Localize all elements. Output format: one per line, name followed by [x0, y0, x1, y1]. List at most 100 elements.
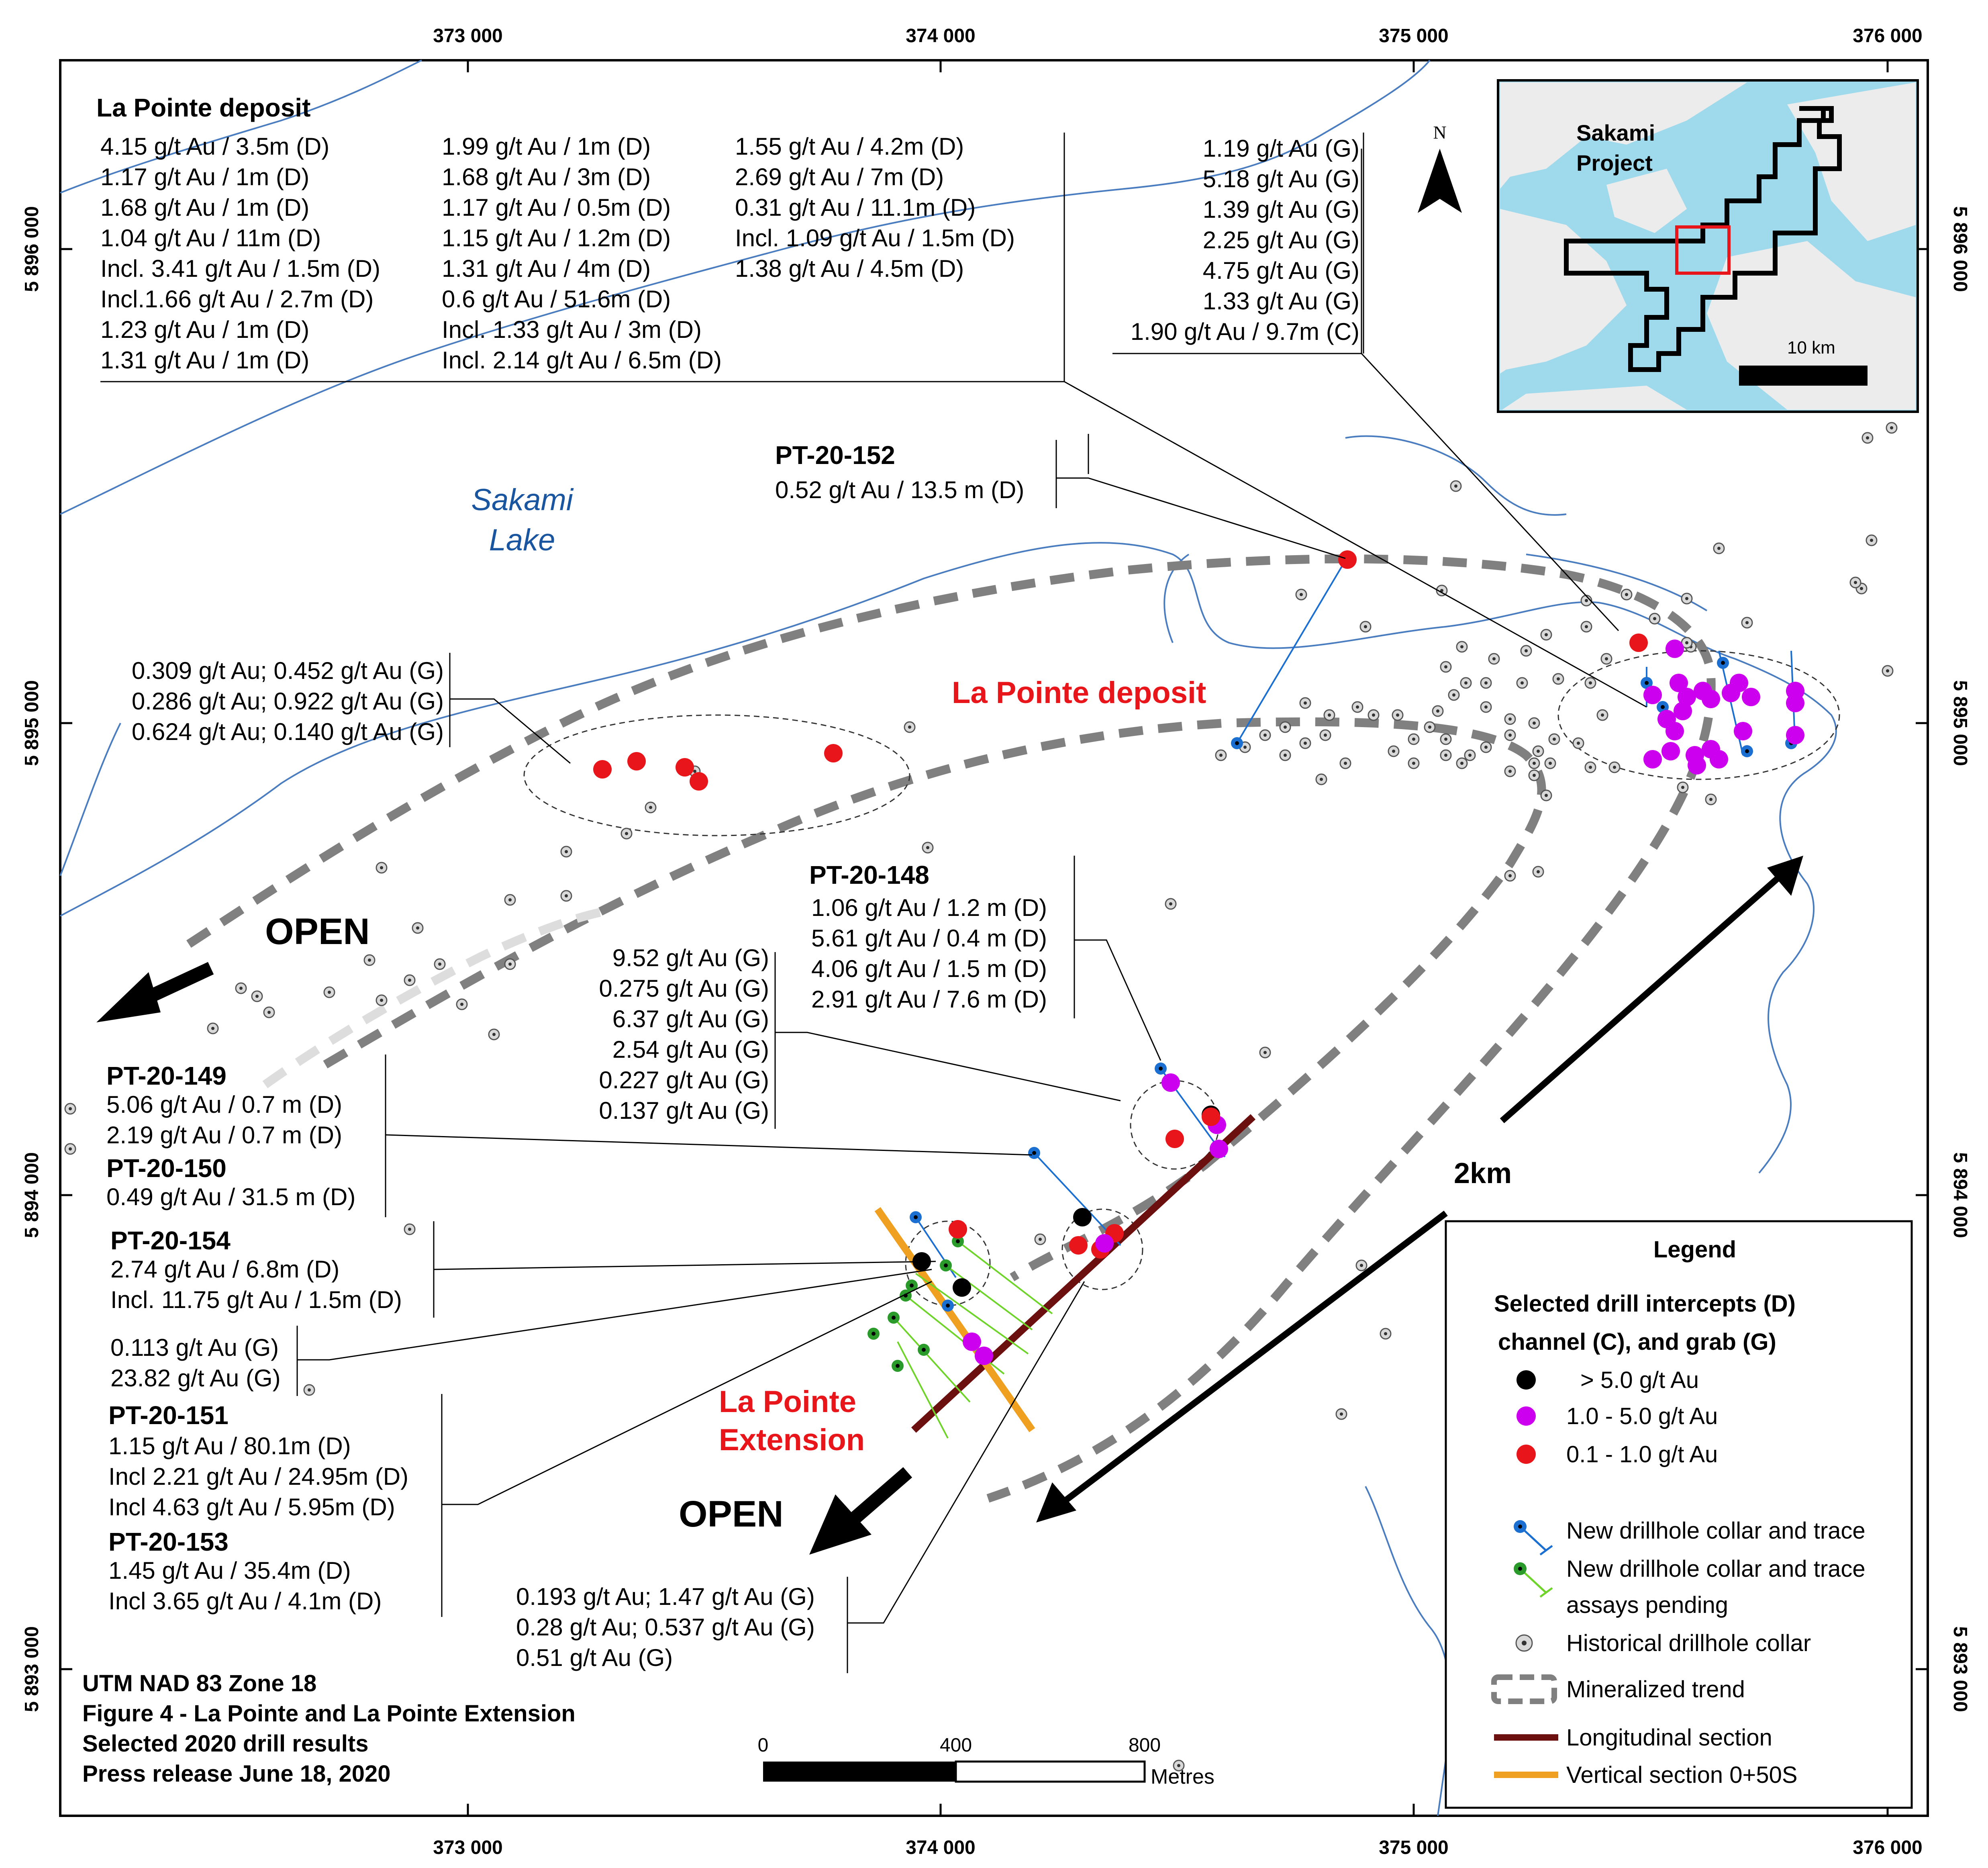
- east-grab-1: 1.19 g/t Au (G): [1203, 135, 1359, 162]
- distance-arrow-sw-head: [1036, 1482, 1076, 1523]
- pt149-title: PT-20-149: [106, 1061, 227, 1090]
- footer-line-3: Selected 2020 drill results: [82, 1731, 368, 1757]
- legend-swatch-high: [1517, 1370, 1536, 1390]
- lake-label-1: Sakami: [471, 483, 574, 517]
- x-tick-top-4: 376 000: [1853, 25, 1923, 47]
- deposit-col2-2: 1.68 g/t Au / 3m (D): [442, 164, 651, 190]
- east-grab-5: 4.75 g/t Au (G): [1203, 257, 1359, 284]
- deposit-col2-1: 1.99 g/t Au / 1m (D): [442, 133, 651, 160]
- deposit-box-title: La Pointe deposit: [96, 93, 310, 122]
- pt153-line-1: 1.45 g/t Au / 35.4m (D): [108, 1557, 351, 1584]
- label-brackets: [296, 133, 1364, 1673]
- pt150-title: PT-20-150: [106, 1154, 227, 1183]
- distance-arrow-ne: [1500, 869, 1788, 1124]
- pt154-title: PT-20-154: [110, 1226, 231, 1255]
- pt148-title: PT-20-148: [809, 860, 929, 889]
- mid-grab-6: 0.137 g/t Au (G): [599, 1097, 769, 1124]
- pt148-line-3: 4.06 g/t Au / 1.5 m (D): [811, 955, 1047, 982]
- north-arrow: N: [1418, 122, 1462, 213]
- pt149-line-2: 2.19 g/t Au / 0.7 m (D): [106, 1122, 342, 1149]
- inset-map: Sakami Project 10 km: [1497, 79, 1919, 413]
- inset-scale-bar: [1739, 366, 1868, 386]
- mid-grab-3: 6.37 g/t Au (G): [612, 1006, 769, 1032]
- pt154-line-1: 2.74 g/t Au / 6.8m (D): [110, 1256, 339, 1283]
- open-arrow-southwest: [809, 1467, 912, 1555]
- east-grab-4: 2.25 g/t Au (G): [1203, 227, 1359, 253]
- west-grab-3: 0.624 g/t Au; 0.140 g/t Au (G): [132, 718, 444, 745]
- deposit-col1-5: Incl. 3.41 g/t Au / 1.5m (D): [100, 255, 380, 282]
- legend-item-historical: Historical drillhole collar: [1566, 1630, 1811, 1656]
- south-grab-3: 0.51 g/t Au (G): [516, 1644, 673, 1671]
- south-grab-1: 0.193 g/t Au; 1.47 g/t Au (G): [516, 1583, 815, 1610]
- legend-swatch-low: [1517, 1445, 1536, 1464]
- legend-swatch-new-collar: [1514, 1520, 1553, 1556]
- new-collars: [867, 657, 1797, 1372]
- pt153-title: PT-20-153: [108, 1527, 229, 1556]
- x-tick-top-2: 374 000: [906, 25, 976, 47]
- open-label-south: OPEN: [679, 1494, 784, 1535]
- x-tick-bottom-1: 373 000: [433, 1837, 503, 1858]
- pt150-line-1: 0.49 g/t Au / 31.5 m (D): [106, 1183, 355, 1210]
- scale-label-0: 0: [758, 1735, 769, 1756]
- legend-swatch-trend: [1491, 1674, 1557, 1704]
- west-grab-1: 0.309 g/t Au; 0.452 g/t Au (G): [132, 657, 444, 684]
- mid-grab-5: 0.227 g/t Au (G): [599, 1067, 769, 1093]
- legend: Legend Selected drill intercepts (D) cha…: [1445, 1220, 1913, 1809]
- y-tick-left-2: 5 895 000: [21, 680, 43, 766]
- deposit-col3-1: 1.55 g/t Au / 4.2m (D): [735, 133, 964, 160]
- legend-item-pending-2: assays pending: [1566, 1592, 1728, 1618]
- extension-label-1: La Pointe: [719, 1385, 856, 1419]
- deposit-col1-7: 1.23 g/t Au / 1m (D): [100, 316, 309, 343]
- y-tick-right-2: 5 895 000: [1949, 680, 1971, 766]
- y-tick-left-1: 5 896 000: [21, 206, 43, 292]
- deposit-col3-4: Incl. 1.09 g/t Au / 1.5m (D): [735, 225, 1015, 251]
- footer-line-1: UTM NAD 83 Zone 18: [82, 1670, 316, 1696]
- x-tick-bottom-2: 374 000: [906, 1837, 976, 1858]
- legend-subtitle-2: channel (C), and grab (G): [1498, 1329, 1776, 1355]
- legend-item-new-collar: New drillhole collar and trace: [1566, 1518, 1866, 1544]
- y-tick-right-4: 5 893 000: [1949, 1626, 1971, 1712]
- sw-grab-1: 0.113 g/t Au (G): [110, 1334, 279, 1361]
- pt153-line-2: Incl 3.65 g/t Au / 4.1m (D): [108, 1588, 382, 1615]
- deposit-col1-8: 1.31 g/t Au / 1m (D): [100, 347, 309, 374]
- pt151-line-2: Incl 2.21 g/t Au / 24.95m (D): [108, 1463, 408, 1490]
- east-grab-3: 1.39 g/t Au (G): [1203, 196, 1359, 223]
- scale-label-800: 800: [1129, 1735, 1161, 1756]
- legend-title: Legend: [1653, 1236, 1736, 1263]
- trend-faded-segment: [262, 907, 604, 1088]
- deposit-col2-3: 1.17 g/t Au / 0.5m (D): [442, 194, 671, 221]
- inset-title-1: Sakami: [1576, 120, 1655, 145]
- x-tick-bottom-4: 376 000: [1853, 1837, 1923, 1858]
- deposit-map-label: La Pointe deposit: [952, 676, 1206, 710]
- y-tick-left-4: 5 893 000: [21, 1626, 43, 1712]
- scale-label-400: 400: [940, 1735, 972, 1756]
- legend-item-vertical: Vertical section 0+50S: [1566, 1762, 1798, 1788]
- x-tick-top-1: 373 000: [433, 25, 503, 47]
- x-tick-bottom-3: 375 000: [1379, 1837, 1449, 1858]
- south-grab-2: 0.28 g/t Au; 0.537 g/t Au (G): [516, 1614, 815, 1641]
- legend-item-low: 0.1 - 1.0 g/t Au: [1566, 1441, 1718, 1467]
- mid-grab-2: 0.275 g/t Au (G): [599, 975, 769, 1002]
- y-tick-right-3: 5 894 000: [1949, 1152, 1971, 1238]
- legend-item-high: > 5.0 g/t Au: [1580, 1367, 1699, 1393]
- longitudinal-section-line: [911, 1114, 1256, 1433]
- deposit-col1-2: 1.17 g/t Au / 1m (D): [100, 164, 309, 190]
- pt154-line-2: Incl. 11.75 g/t Au / 1.5m (D): [110, 1286, 402, 1313]
- pt151-line-3: Incl 4.63 g/t Au / 5.95m (D): [108, 1494, 395, 1521]
- deposit-col2-7: Incl. 1.33 g/t Au / 3m (D): [442, 316, 702, 343]
- pt148-line-1: 1.06 g/t Au / 1.2 m (D): [811, 894, 1047, 921]
- deposit-col3-3: 0.31 g/t Au / 11.1m (D): [735, 194, 976, 221]
- legend-swatch-pending: [1514, 1562, 1553, 1598]
- x-tick-top-3: 375 000: [1379, 25, 1449, 47]
- north-label: N: [1433, 122, 1446, 143]
- sw-grab-2: 23.82 g/t Au (G): [110, 1365, 281, 1392]
- distance-arrow-sw: [1050, 1210, 1448, 1513]
- footer-line-2: Figure 4 - La Pointe and La Pointe Exten…: [82, 1700, 576, 1727]
- pt152-title: PT-20-152: [775, 441, 895, 470]
- inset-scale-label: 10 km: [1787, 338, 1835, 358]
- open-label-west: OPEN: [265, 911, 370, 952]
- mid-grab-4: 2.54 g/t Au (G): [612, 1036, 769, 1063]
- historical-collars: [64, 422, 1898, 1772]
- assay-labels: 4.15 g/t Au / 3.5m (D)1.17 g/t Au / 1m (…: [100, 133, 1359, 1671]
